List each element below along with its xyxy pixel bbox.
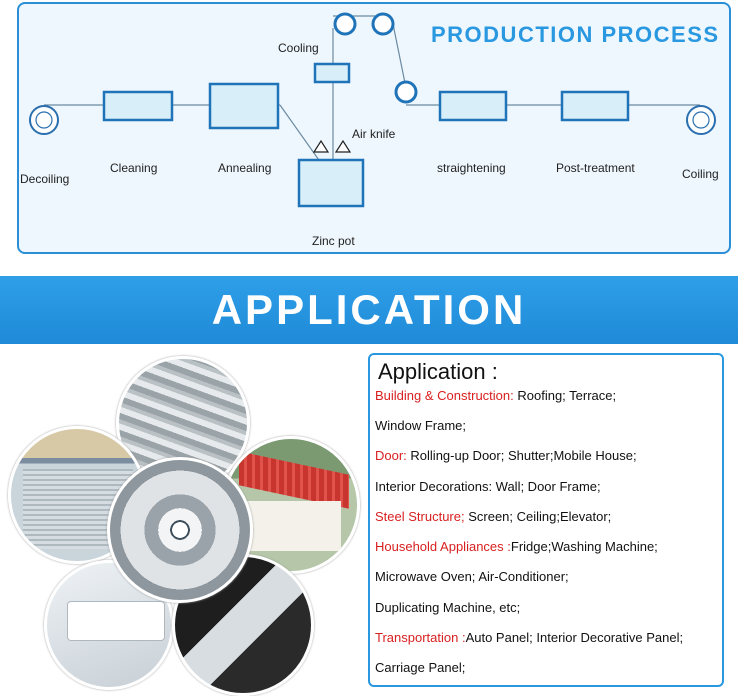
application-items: Fridge;Washing Machine; [510,539,658,554]
label-decoiling: Decoiling [20,172,70,186]
application-heading: Application : [378,359,498,384]
deflector-roller [394,80,418,104]
application-items: Auto Panel; Interior Decorative Panel; [465,630,684,645]
steel-coil-photo [107,457,253,603]
zinc-pot-box [297,158,365,208]
top-roller-right [371,12,395,36]
application-list-box: Application : Building & Construction: R… [368,353,724,687]
application-items: Rolling-up Door; Shutter;Mobile House; [406,448,637,463]
post-treatment-box [560,90,630,122]
application-items: Screen; Ceiling;Elevator; [464,509,612,524]
application-items: Window Frame; [375,418,467,433]
application-items: Carriage Panel; [375,660,466,675]
cleaning-box [102,90,174,122]
label-straightening: straightening [437,161,506,175]
application-banner: APPLICATION [0,276,738,344]
label-annealing: Annealing [218,161,272,175]
straightening-box [438,90,508,122]
annealing-box [208,82,280,130]
label-coiling: Coiling [682,167,719,181]
application-items: Interior Decorations: Wall; Door Frame; [375,479,601,494]
cooling-box [313,62,351,84]
application-line: Household Appliances :Fridge;Washing Mac… [375,539,658,554]
application-category: Building & Construction: [375,388,514,403]
production-process-panel [17,2,731,254]
banner-title: APPLICATION [211,286,527,333]
application-line: Door: Rolling-up Door; Shutter;Mobile Ho… [375,448,637,463]
label-cleaning: Cleaning [110,161,158,175]
air-knife-icon [312,139,352,153]
application-category: Transportation : [375,630,466,645]
process-title: PRODUCTION PROCESS [431,22,720,47]
application-items: Roofing; Terrace; [513,388,617,403]
label-air-knife: Air knife [352,127,396,141]
label-post-treatment: Post-treatment [556,161,635,175]
application-line: Window Frame; [375,418,466,433]
application-line: Transportation :Auto Panel; Interior Dec… [375,630,683,645]
application-line: Microwave Oven; Air-Conditioner; [375,569,569,584]
application-items: Duplicating Machine, etc; [375,600,521,615]
application-category: Steel Structure; [375,509,465,524]
decoiler-roll [29,105,59,135]
label-cooling: Cooling [278,41,319,55]
application-line: Carriage Panel; [375,660,465,675]
coiler-roll [686,105,716,135]
application-items: Microwave Oven; Air-Conditioner; [375,569,569,584]
label-zinc-pot: Zinc pot [312,234,355,248]
top-roller-left [333,12,357,36]
application-category: Door: [375,448,407,463]
process-diagram [29,12,716,208]
application-line: Interior Decorations: Wall; Door Frame; [375,479,601,494]
application-line: Steel Structure; Screen; Ceiling;Elevato… [375,509,611,524]
application-line: Building & Construction: Roofing; Terrac… [375,388,616,403]
application-line: Duplicating Machine, etc; [375,600,520,615]
application-category: Household Appliances : [375,539,511,554]
